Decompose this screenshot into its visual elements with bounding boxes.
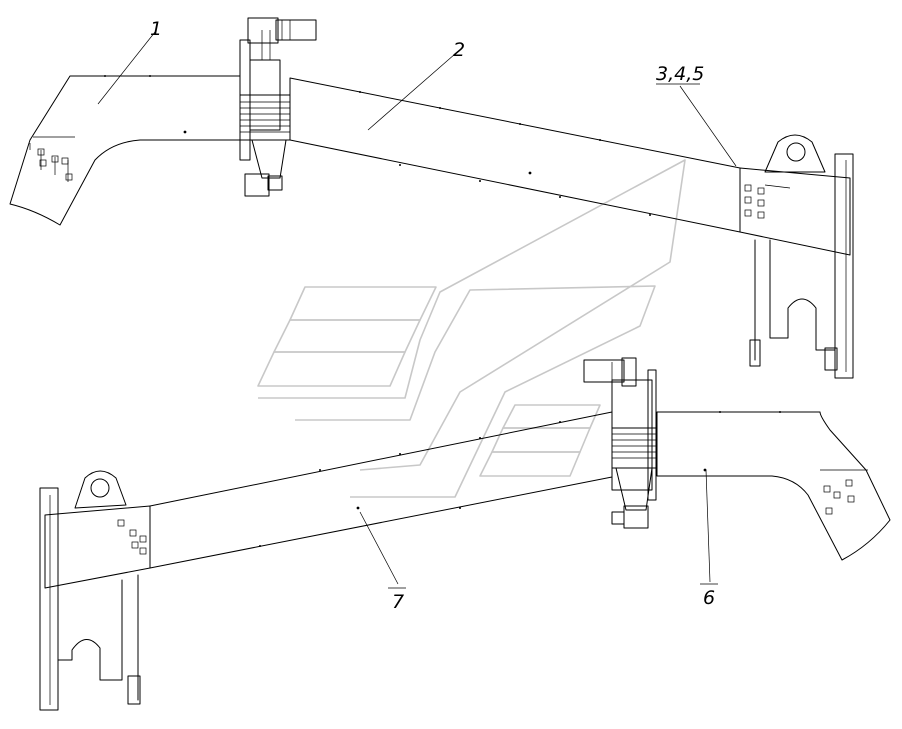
hinge-flange-upper [239,17,317,197]
leader-2 [367,53,456,131]
callout-3-4-5: 3,4,5 [656,63,704,85]
watermark-logo [257,159,686,498]
bolt-group [744,184,791,219]
callout-7: 7 [392,591,404,613]
part-2-beam [289,77,741,233]
bolt-group [117,519,147,555]
leader-lines [97,31,737,585]
callout-labels: 1 2 3,4,5 6 7 [150,18,718,613]
leader-345 [679,85,737,167]
left-mounting-bracket [39,470,151,711]
leader-1 [97,31,156,105]
upper-assembly [9,17,854,379]
leader-6 [705,469,711,583]
part-6-bracket [656,411,891,561]
leader-7 [359,511,399,585]
callout-6: 6 [703,587,715,609]
callout-1: 1 [150,18,162,40]
lower-assembly [39,357,891,711]
part-7-beam [149,411,613,569]
callout-2: 2 [453,39,465,61]
right-mounting-bracket [739,134,854,379]
bolt-group [823,479,855,515]
bolt-group [37,148,73,182]
hinge-flange-lower [583,357,658,529]
part-1-bracket [9,75,241,226]
